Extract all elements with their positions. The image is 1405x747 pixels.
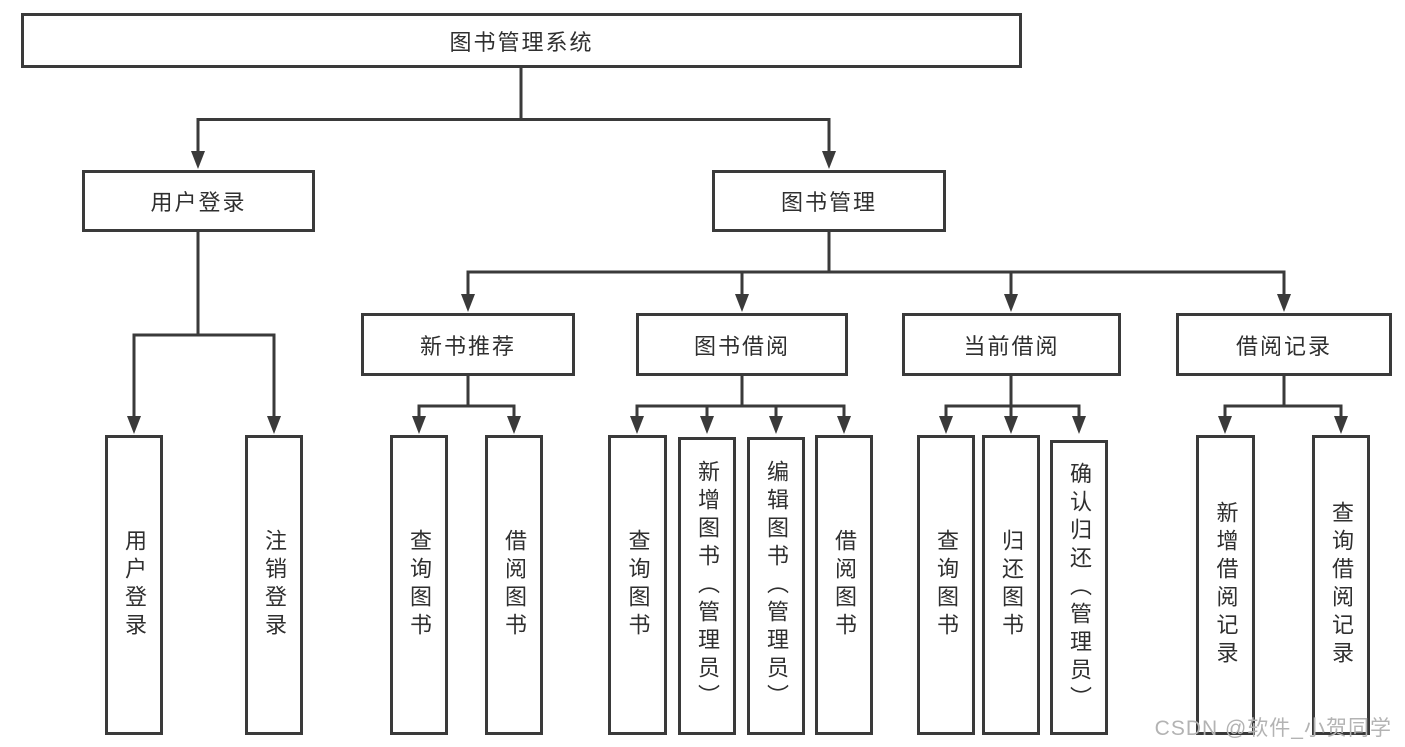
leaf-confirm-return-admin: 确认归还（管理员）: [1050, 440, 1108, 735]
node-new-book-recommend: 新书推荐: [361, 313, 575, 376]
node-current-borrowing: 当前借阅: [902, 313, 1121, 376]
node-book-management: 图书管理: [712, 170, 946, 232]
leaf-borrow-books-2: 借阅图书: [815, 435, 873, 735]
node-user-login: 用户登录: [82, 170, 315, 232]
leaf-edit-books-admin: 编辑图书（管理员）: [747, 437, 805, 735]
leaf-query-books-3: 查询图书: [917, 435, 975, 735]
node-book-borrowing: 图书借阅: [636, 313, 848, 376]
leaf-return-books: 归还图书: [982, 435, 1040, 735]
leaf-query-books-2: 查询图书: [608, 435, 667, 735]
leaf-user-login: 用户登录: [105, 435, 163, 735]
node-borrowing-records: 借阅记录: [1176, 313, 1392, 376]
csdn-watermark: CSDN @软件_小贺同学: [1154, 717, 1392, 740]
leaf-add-borrow-record: 新增借阅记录: [1196, 435, 1255, 735]
leaf-add-books-admin: 新增图书（管理员）: [678, 437, 736, 735]
leaf-borrow-books-1: 借阅图书: [485, 435, 543, 735]
leaf-query-borrow-record: 查询借阅记录: [1312, 435, 1370, 735]
leaf-logout: 注销登录: [245, 435, 303, 735]
node-library-system: 图书管理系统: [21, 13, 1022, 68]
leaf-query-books-1: 查询图书: [390, 435, 448, 735]
